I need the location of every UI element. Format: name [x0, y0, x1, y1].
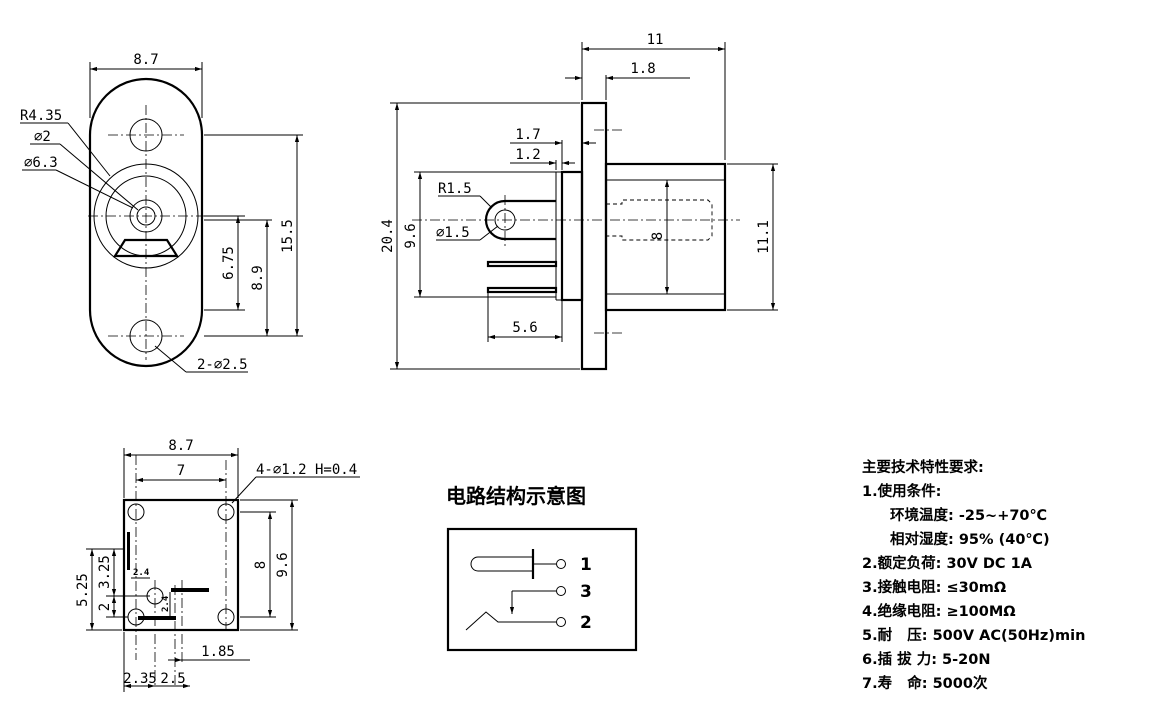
bv-dim-2-4-b: 2.4: [161, 595, 171, 612]
spec-item-6: 6.插 拔 力: 5-20N: [862, 652, 991, 668]
bv-dim-8: 8: [253, 561, 269, 569]
dim-1-2: 1.2: [515, 147, 540, 163]
spec-item-4: 4.绝缘电阻: ≥100MΩ: [862, 604, 1016, 620]
bv-dim-2-5: 2.5: [160, 671, 185, 687]
spec-item-7: 7.寿 命: 5000次: [862, 676, 988, 692]
label-holes: 2-⌀2.5: [197, 357, 248, 373]
rear-plate: [560, 170, 584, 302]
pin-3-label: 3: [580, 582, 592, 602]
label-dia-2: ⌀2: [34, 129, 51, 145]
bv-dim-3-25: 3.25: [97, 555, 113, 589]
spec-item-5: 5.耐 压: 500V AC(50Hz)min: [862, 628, 1086, 644]
top-view: 8.7 R4.35 ⌀2 ⌀6.3 6.75 8.9 15.5 2-⌀2.5: [20, 52, 303, 373]
footprint-outline: [122, 498, 240, 632]
bv-dim-8-7: 8.7: [168, 438, 193, 454]
bv-label-holes: 4-⌀1.2 H=0.4: [256, 462, 357, 478]
spec-item-2: 2.额定负荷: 30V DC 1A: [862, 556, 1032, 572]
pin-2-label: 2: [580, 613, 592, 633]
sleeve-contact-symbol: [465, 611, 556, 631]
bv-dim-2: 2: [97, 603, 113, 611]
dim-11-1: 11.1: [756, 220, 772, 254]
barrel-body: [604, 162, 727, 312]
spec-item-1b: 相对湿度: 95% (40℃): [890, 532, 1050, 548]
dim-11-top: 11: [647, 32, 664, 48]
pin-1-label: 1: [580, 555, 592, 575]
dim-20-4: 20.4: [380, 219, 396, 253]
top-view-outline: [88, 77, 204, 368]
dim-8: 8: [650, 232, 666, 240]
bv-dim-1-85: 1.85: [201, 644, 235, 660]
circuit-title: 电路结构示意图: [446, 484, 586, 508]
bv-dim-2-35: 2.35: [123, 671, 157, 687]
bv-dim-9-6: 9.6: [275, 552, 291, 577]
bv-dim-5-25: 5.25: [75, 573, 91, 607]
spec-item-1: 1.使用条件:: [862, 484, 942, 500]
label-r15: R1.5: [438, 181, 472, 197]
spec-block: 主要技术特性要求: 1.使用条件: 环境温度: -25~+70℃ 相对湿度: 9…: [862, 456, 1085, 696]
circuit-frame: [446, 527, 638, 652]
spec-item-3: 3.接触电阻: ≤30mΩ: [862, 580, 1007, 596]
spec-heading: 主要技术特性要求:: [862, 460, 984, 476]
side-view: 11 1.8 1.7 1.2 R1.5 ⌀1.5 20.4 9.6 8: [380, 32, 778, 371]
dim-15-5: 15.5: [280, 219, 296, 253]
bv-dim-2-4-a: 2.4: [133, 568, 150, 578]
dim-width: 8.7: [133, 52, 158, 68]
spec-item-1a: 环境温度: -25~+70℃: [890, 508, 1048, 524]
dim-1-8: 1.8: [630, 61, 655, 77]
label-radius: R4.35: [20, 108, 62, 124]
bottom-view: 8.7 7 4-⌀1.2 H=0.4 8 9.6 5.25 3.25 2 2.4…: [75, 438, 360, 692]
label-dia15: ⌀1.5: [436, 225, 470, 241]
dim-6-75: 6.75: [221, 246, 237, 280]
center-pin-symbol: [470, 556, 532, 572]
spring-contact: [113, 238, 179, 258]
dim-1-7: 1.7: [515, 127, 540, 143]
label-dia-63: ⌀6.3: [24, 155, 58, 171]
dim-5-6: 5.6: [512, 320, 537, 336]
circuit-diagram: 电路结构示意图 1 3 2: [446, 484, 638, 652]
dim-9-6: 9.6: [403, 223, 419, 248]
dim-8-9: 8.9: [250, 265, 266, 290]
bv-dim-7: 7: [177, 463, 185, 479]
